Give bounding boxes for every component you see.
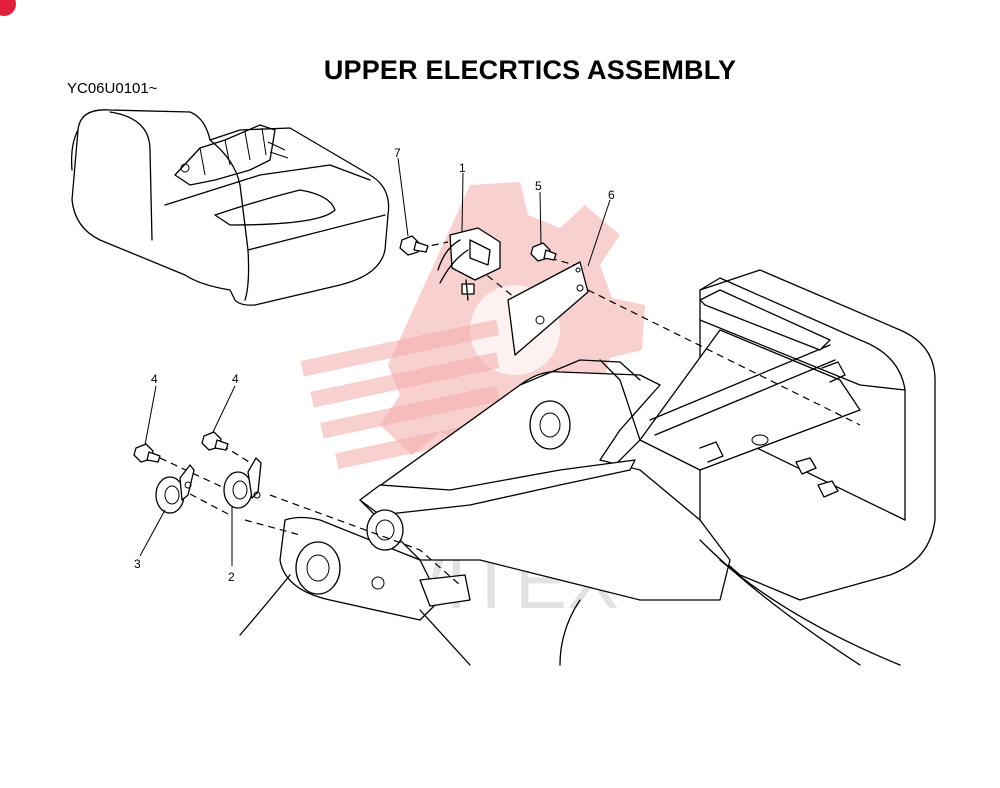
serial-number: YC06U0101~ bbox=[67, 80, 158, 97]
diagram-title: UPPER ELECRTICS ASSEMBLY bbox=[323, 55, 737, 85]
bolt-part-4b bbox=[201, 431, 229, 451]
bolt-part-4a bbox=[133, 443, 161, 463]
callout-4-left: 4 bbox=[151, 372, 158, 386]
bolt-part-7 bbox=[399, 235, 429, 256]
upper-frame bbox=[239, 269, 936, 666]
callout-1: 1 bbox=[459, 161, 466, 175]
callout-6: 6 bbox=[608, 188, 615, 202]
leader-lines bbox=[139, 157, 611, 566]
horn-part-3 bbox=[155, 464, 195, 514]
callout-5: 5 bbox=[535, 179, 542, 193]
callout-3: 3 bbox=[134, 557, 141, 571]
horn-part-2 bbox=[223, 457, 262, 509]
callout-7: 7 bbox=[394, 146, 401, 160]
callout-4-right: 4 bbox=[232, 372, 239, 386]
relay-part-1 bbox=[437, 227, 501, 301]
bolt-part-5 bbox=[530, 242, 557, 262]
cab-inset bbox=[70, 109, 390, 306]
callout-2: 2 bbox=[228, 570, 235, 584]
corner-badge bbox=[0, 0, 16, 16]
plate-part-6 bbox=[507, 261, 589, 356]
